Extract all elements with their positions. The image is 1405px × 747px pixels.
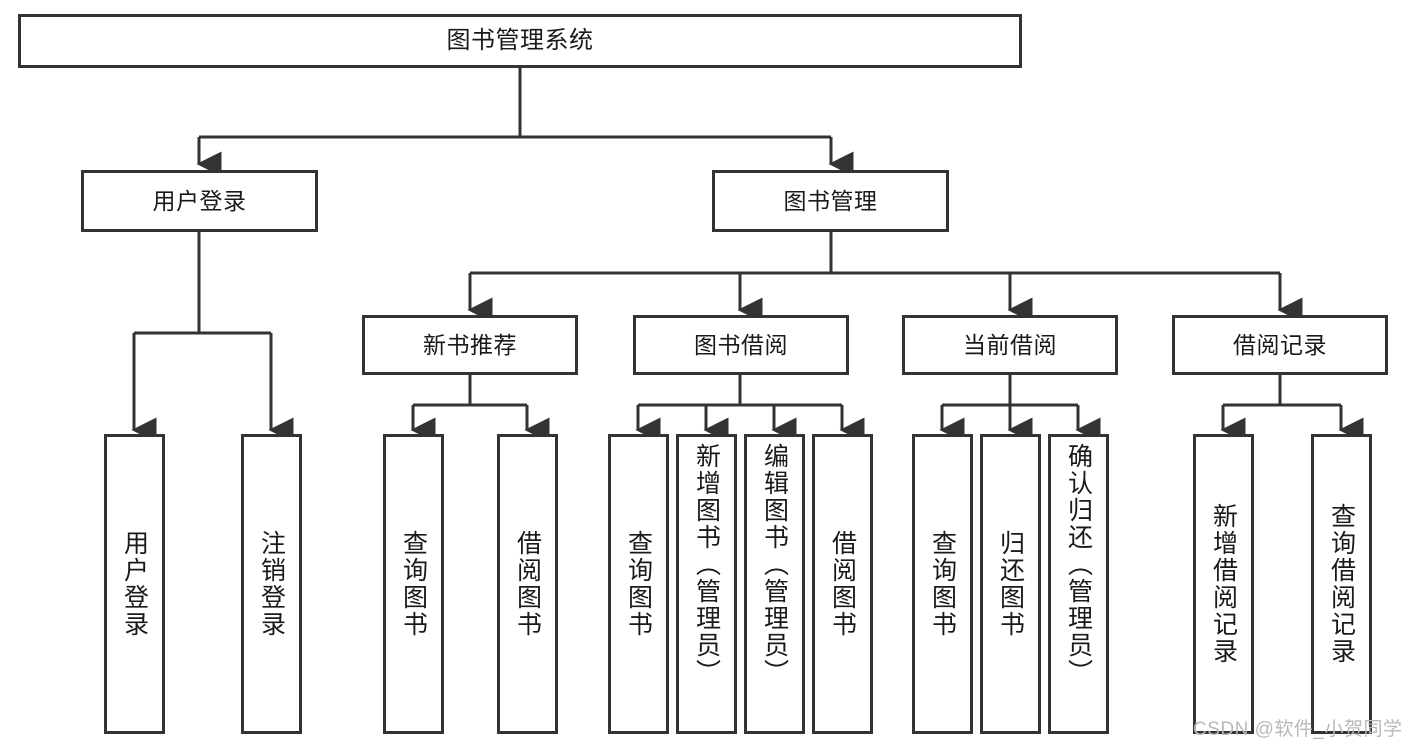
leaf-br-query-record-label: 查询借阅记录 [1327,503,1356,665]
leaf-bb-add-book-label: 新增图书（管理员） [692,443,721,686]
leaf-nb-query-book[interactable]: 查询图书 [383,434,444,734]
leaf-bb-edit-book[interactable]: 编辑图书（管理员） [744,434,805,734]
leaf-user-login[interactable]: 用户登录 [104,434,165,734]
csdn-watermark-text: CSDN @软件_小贺同学 [1193,719,1403,740]
leaf-nb-borrow-book[interactable]: 借阅图书 [497,434,558,734]
leaf-bb-query-book[interactable]: 查询图书 [608,434,669,734]
csdn-watermark: CSDN @软件_小贺同学 [1193,714,1402,741]
leaf-nb-borrow-book-label: 借阅图书 [513,530,542,638]
leaf-cb-return-book-label: 归还图书 [996,530,1025,638]
leaf-cb-confirm-return[interactable]: 确认归还（管理员） [1048,434,1109,734]
node-user-login-label: 用户登录 [152,187,247,214]
node-book-borrow[interactable]: 图书借阅 [633,315,849,375]
node-current-borrow[interactable]: 当前借阅 [902,315,1118,375]
leaf-br-add-record-label: 新增借阅记录 [1209,503,1238,665]
leaf-cb-query-book-label: 查询图书 [928,530,957,638]
node-user-login[interactable]: 用户登录 [81,170,318,232]
leaf-br-add-record[interactable]: 新增借阅记录 [1193,434,1254,734]
node-borrow-record[interactable]: 借阅记录 [1172,315,1388,375]
leaf-logout[interactable]: 注销登录 [241,434,302,734]
node-book-manage-label: 图书管理 [783,187,878,214]
node-new-book-recommend[interactable]: 新书推荐 [362,315,578,375]
leaf-bb-borrow-book[interactable]: 借阅图书 [812,434,873,734]
node-borrow-record-label: 借阅记录 [1233,331,1327,358]
node-root[interactable]: 图书管理系统 [18,14,1022,68]
leaf-nb-query-book-label: 查询图书 [399,530,428,638]
leaf-bb-query-book-label: 查询图书 [624,530,653,638]
leaf-cb-query-book[interactable]: 查询图书 [912,434,973,734]
node-new-book-recommend-label: 新书推荐 [423,331,517,358]
leaf-br-query-record[interactable]: 查询借阅记录 [1311,434,1372,734]
node-root-label: 图书管理系统 [446,27,594,55]
leaf-user-login-label: 用户登录 [120,530,149,638]
node-book-borrow-label: 图书借阅 [694,331,788,358]
leaf-bb-borrow-book-label: 借阅图书 [828,530,857,638]
leaf-bb-add-book[interactable]: 新增图书（管理员） [676,434,737,734]
node-book-manage[interactable]: 图书管理 [712,170,949,232]
leaf-bb-edit-book-label: 编辑图书（管理员） [760,443,789,686]
leaf-logout-label: 注销登录 [257,530,286,638]
node-current-borrow-label: 当前借阅 [963,331,1057,358]
leaf-cb-return-book[interactable]: 归还图书 [980,434,1041,734]
leaf-cb-confirm-return-label: 确认归还（管理员） [1064,443,1093,686]
